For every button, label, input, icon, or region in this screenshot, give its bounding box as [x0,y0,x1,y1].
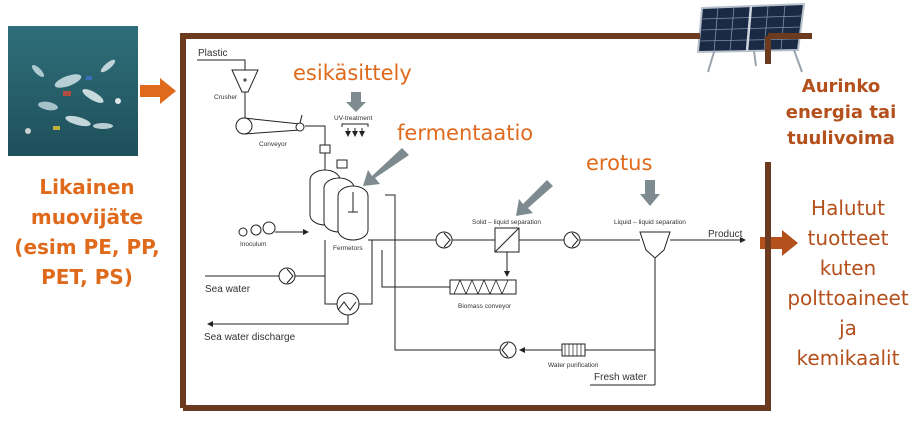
output-arrow-icon [760,230,798,256]
biomass-conveyor-label: Biomass conveyor [458,303,512,310]
products-line: kuten [819,256,877,280]
plastic-waste-line: PET, PS) [41,265,133,289]
products-line: tuotteet [807,226,889,250]
products-label: Halutut tuotteet kuten polttoaineet ja k… [782,193,914,373]
product-label: Product [708,229,743,240]
solar-panel-image [694,2,812,74]
plastic-waste-label: Likainen muovijäte (esim PE, PP, PET, PS… [8,172,166,292]
energy-line: Aurinko [801,76,881,97]
plastic-waste-line: muovijäte [30,205,144,229]
plastic-waste-line: (esim PE, PP, [14,235,160,259]
pointer-arrows [346,92,660,216]
products-line: polttoaineet [787,286,909,310]
pretreatment-label: esikäsittely [293,61,412,85]
fermetors-label: Fermetors [333,245,363,252]
fresh-water-label: Fresh water [594,372,647,383]
crusher-label: Crusher [214,94,238,101]
pretreatment-pointer-icon [346,92,366,112]
solid-liquid-label: Solid – liquid separation [472,219,541,226]
inoculum-label: Inoculum [240,241,266,248]
process-frame [180,33,812,408]
fermentation-pointer-icon [363,148,409,186]
products-line: Halutut [811,196,885,220]
separation-pointer-icon [516,180,553,216]
products-line: kemikaalit [796,346,900,370]
ocean-plastic-image [8,26,138,156]
plastic-label: Plastic [198,48,227,59]
products-line: ja [839,316,857,340]
water-purification-label: Water purification [548,362,599,369]
process-frame-right [183,36,771,411]
input-arrow-icon [140,78,176,104]
uv-treatment-label: UV-treatment [334,115,372,122]
sea-water-discharge-label: Sea water discharge [204,332,296,343]
conveyor-label: Conveyor [259,141,288,148]
plastic-waste-line: Likainen [39,175,135,199]
energy-line: tuulivoima [787,128,895,149]
separation-label: erotus [586,151,652,175]
liquid-liquid-label: Liquid – liquid separation [614,219,686,226]
liquid-separation-pointer-icon [640,180,660,206]
sea-water-label: Sea water [205,284,251,295]
fermentation-label: fermentaatio [397,121,533,145]
energy-line: energia tai [785,102,897,123]
energy-source-label: Aurinko energia tai tuulivoima [766,74,916,152]
